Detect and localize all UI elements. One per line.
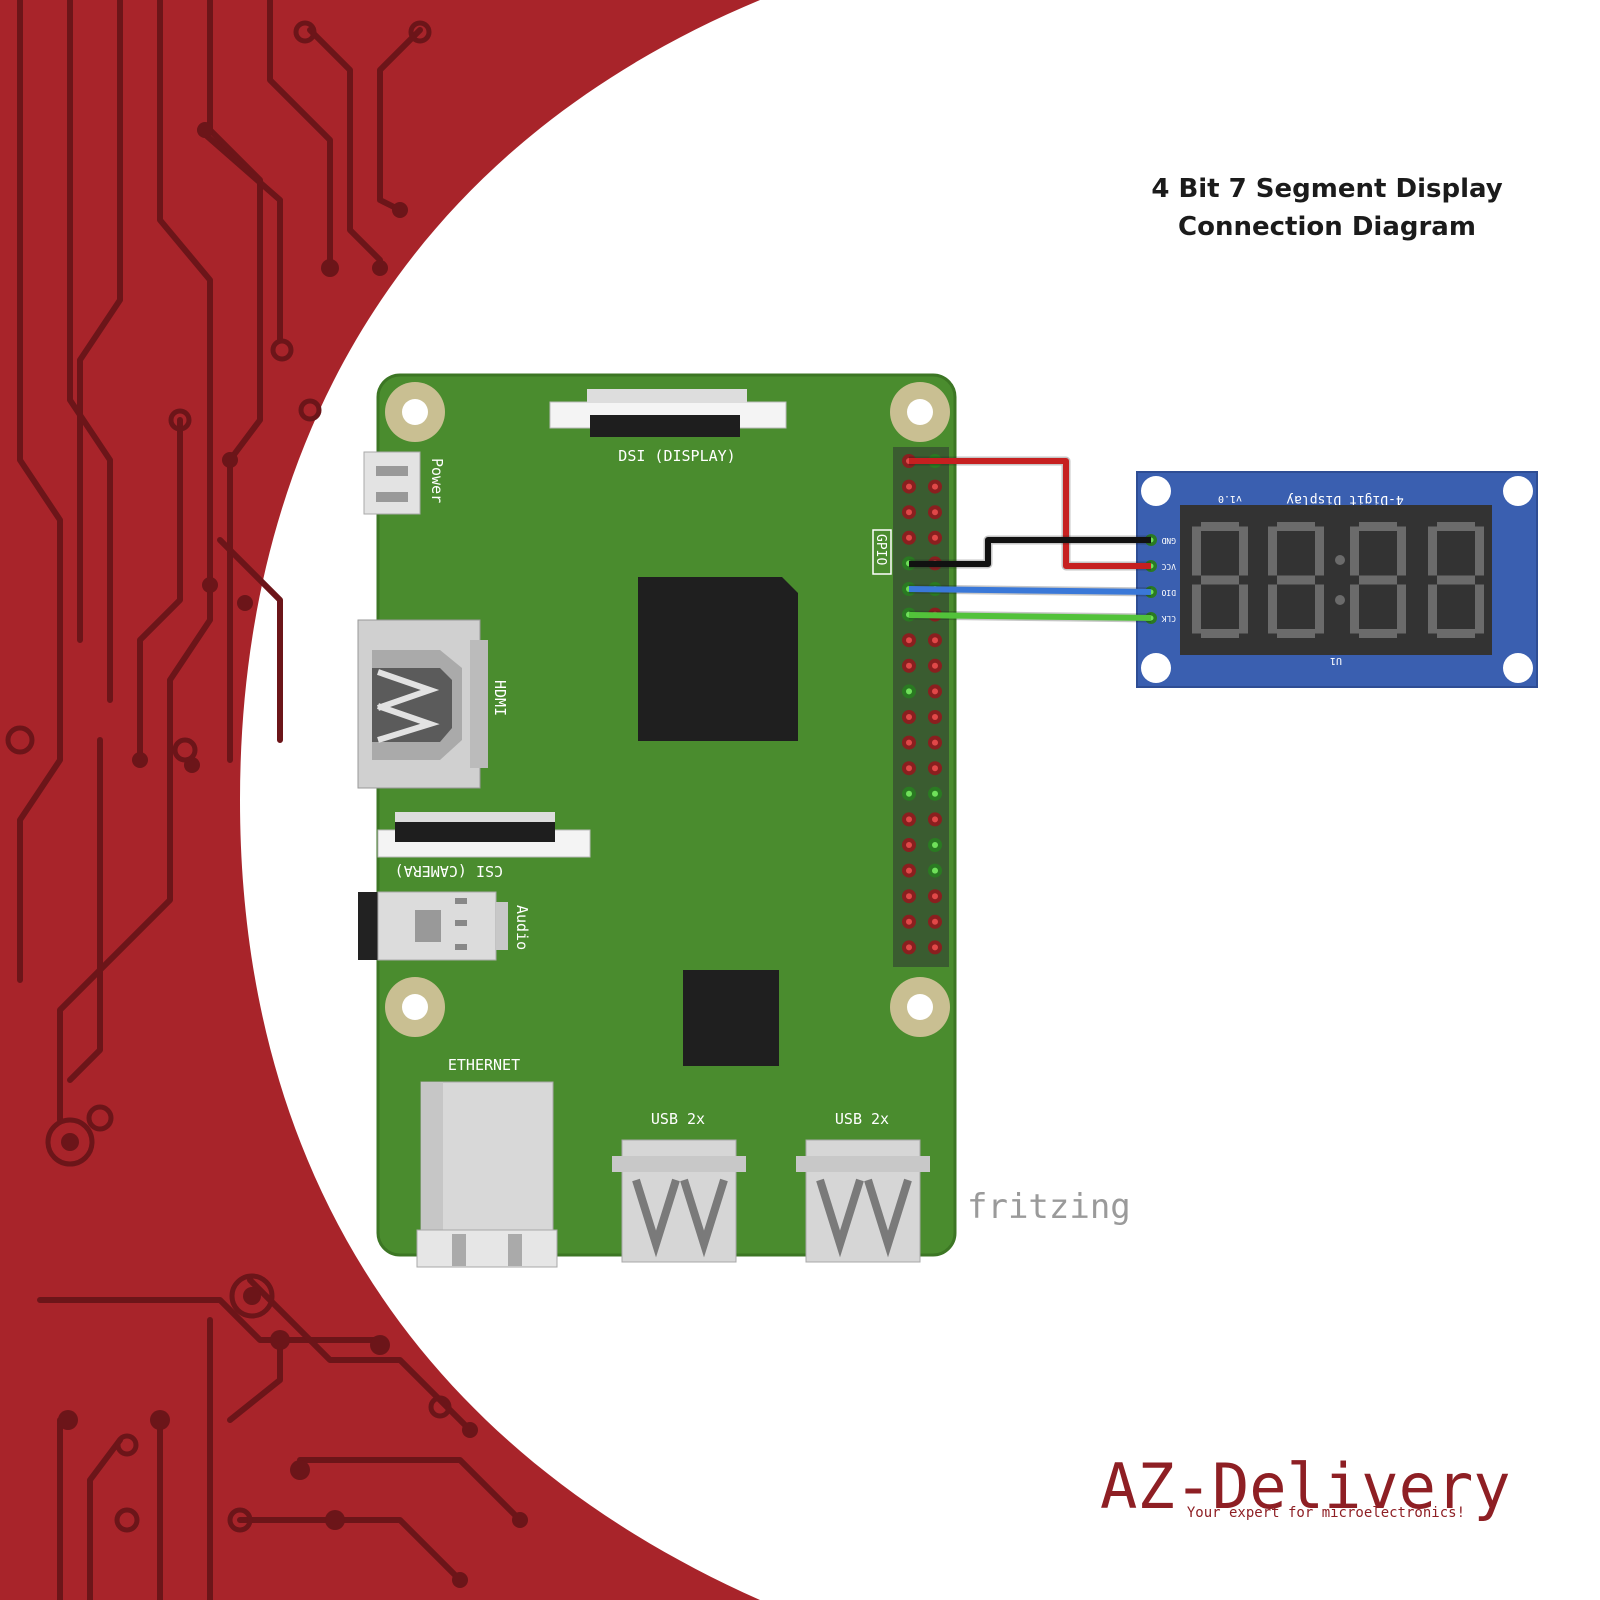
segment	[1350, 526, 1359, 576]
segment	[1277, 575, 1315, 585]
csi-connector	[377, 812, 591, 858]
dsi-connector	[549, 389, 787, 437]
segment	[1359, 575, 1397, 585]
audio-jack	[358, 891, 508, 961]
segment	[1397, 526, 1406, 576]
raspberry-pi-board: DSI (DISPLAY) Power GPIO HDMI	[357, 373, 957, 1268]
circuit-rings	[5, 20, 452, 1533]
usb-port-2	[796, 1139, 930, 1263]
segment	[1239, 584, 1248, 634]
display-module: 4-Digit Display v1.0 U1 GND VCC DIO CLK	[1136, 471, 1538, 688]
segment	[1192, 526, 1201, 576]
power-label: Power	[428, 458, 446, 503]
segment	[1201, 629, 1239, 638]
segment	[1268, 526, 1277, 576]
circuit-background	[0, 0, 760, 1600]
diagram-title-line-1: 4 Bit 7 Segment Display	[1151, 174, 1502, 204]
audio-label: Audio	[513, 905, 531, 950]
colon-dot	[1335, 555, 1345, 565]
connection-wires	[908, 456, 1152, 623]
seven-segment-digits	[1192, 522, 1484, 638]
segment	[1315, 584, 1324, 634]
dsi-label: DSI (DISPLAY)	[618, 447, 735, 465]
csi-label: CSI (CAMERA)	[395, 862, 503, 880]
az-delivery-logo: AZ-Delivery Your expert for microelectro…	[1100, 1450, 1511, 1523]
module-title: 4-Digit Display	[1286, 492, 1404, 507]
segment	[1359, 629, 1397, 638]
segment	[1192, 584, 1201, 634]
brand-tagline: Your expert for microelectronics!	[1187, 1505, 1465, 1521]
wire-dio	[908, 586, 1152, 595]
module-pin-label: VCC	[1161, 562, 1176, 571]
segment	[1428, 584, 1437, 634]
segment	[1397, 584, 1406, 634]
segment	[1268, 584, 1277, 634]
module-version: v1.0	[1218, 493, 1242, 504]
hdmi-label: HDMI	[491, 680, 509, 716]
wire-gnd	[909, 537, 1151, 567]
module-pin-label: CLK	[1161, 614, 1176, 623]
segment	[1201, 575, 1239, 585]
module-pin-label: GND	[1161, 536, 1176, 545]
segment	[1437, 522, 1475, 531]
segment	[1277, 522, 1315, 531]
segment	[1437, 575, 1475, 585]
segment	[1239, 526, 1248, 576]
segment	[1437, 629, 1475, 638]
lan-chip	[683, 970, 779, 1066]
wire-clk	[908, 612, 1152, 621]
segment	[1475, 584, 1484, 634]
module-designator: U1	[1330, 655, 1342, 666]
power-port	[363, 451, 421, 515]
usb-label-1: USB 2x	[651, 1110, 705, 1128]
segment	[1475, 526, 1484, 576]
hdmi-port	[357, 619, 488, 789]
brand-name: AZ-Delivery	[1100, 1450, 1511, 1523]
fritzing-watermark: fritzing	[967, 1187, 1131, 1227]
gpio-header	[893, 447, 949, 967]
segment	[1277, 629, 1315, 638]
circuit-pads	[58, 122, 528, 1588]
usb-port-1	[612, 1139, 746, 1263]
module-pin-label: DIO	[1161, 588, 1176, 597]
mounting-holes	[385, 382, 950, 1037]
segment	[1201, 522, 1239, 531]
diagram-title-line-2: Connection Diagram	[1178, 212, 1476, 242]
wire-vcc	[909, 458, 1151, 569]
colon-dot	[1335, 595, 1345, 605]
ethernet-port	[416, 1081, 558, 1268]
segment	[1428, 526, 1437, 576]
soc-chip	[638, 577, 798, 741]
gpio-label: GPIO	[873, 534, 888, 565]
ethernet-label: ETHERNET	[448, 1056, 520, 1074]
segment	[1359, 522, 1397, 531]
segment	[1350, 584, 1359, 634]
usb-label-2: USB 2x	[835, 1110, 889, 1128]
segment	[1315, 526, 1324, 576]
circuit-traces	[17, 0, 523, 1600]
